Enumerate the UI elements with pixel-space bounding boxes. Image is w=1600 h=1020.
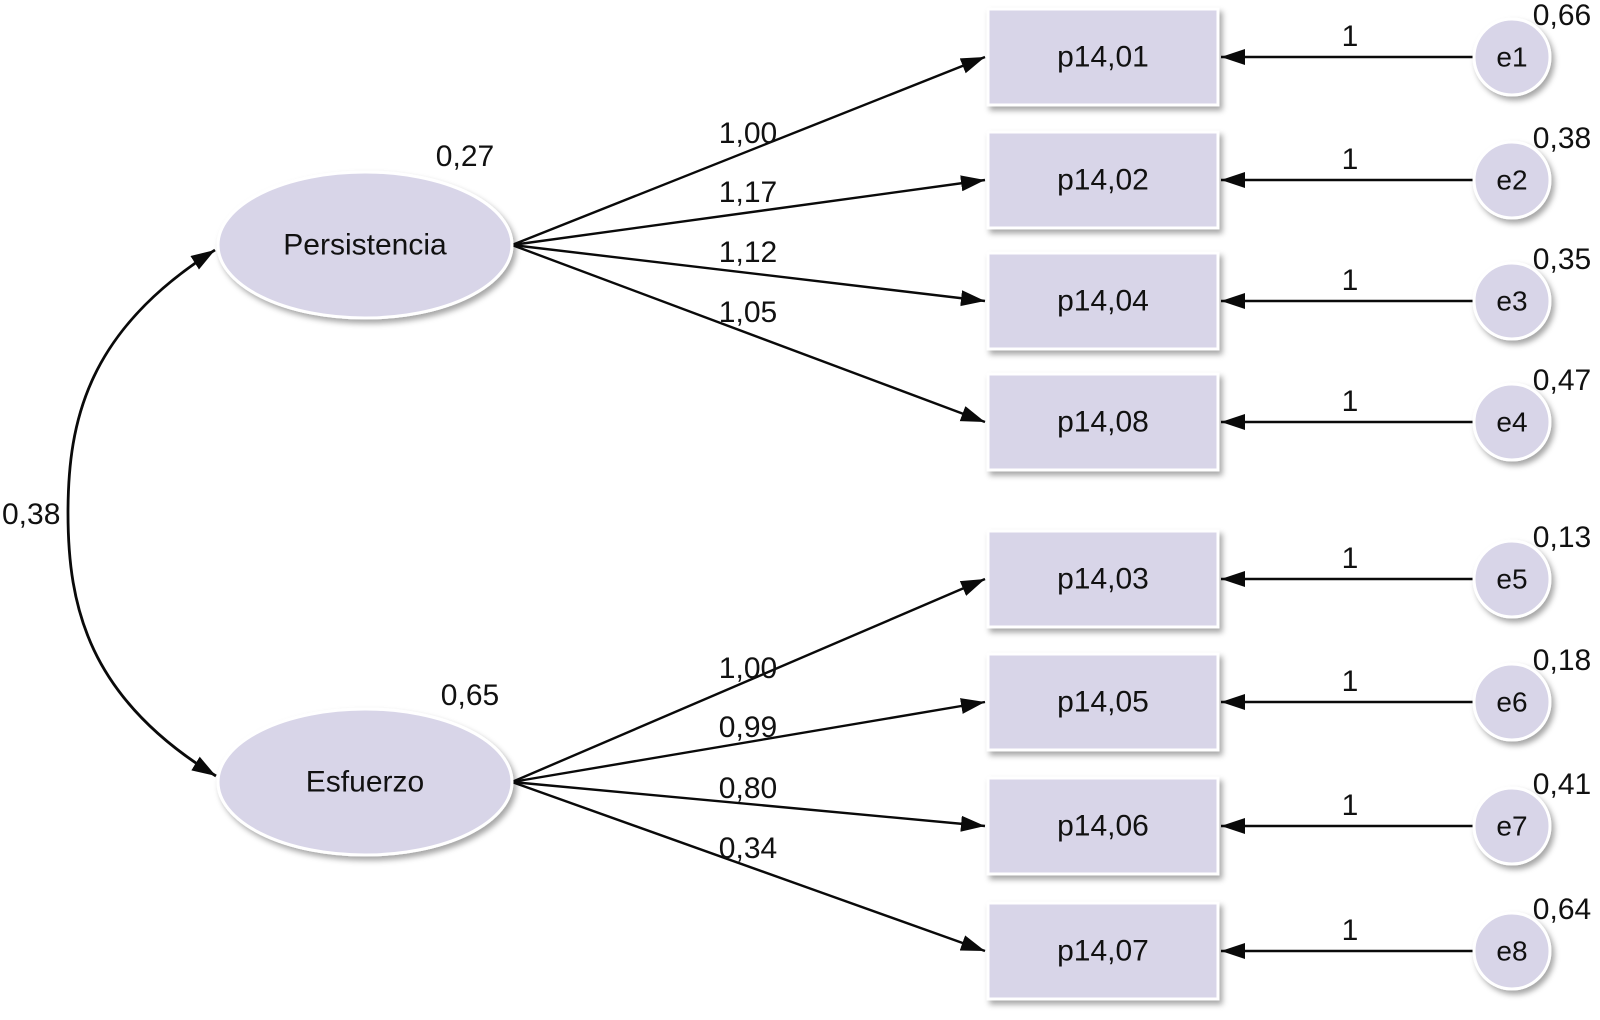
error-circle	[1472, 140, 1552, 220]
factor-label: Esfuerzo	[306, 766, 424, 799]
error-label: e7	[1496, 811, 1527, 842]
factor-label: Persistencia	[283, 229, 447, 262]
error-variance-label: 0,38	[1533, 122, 1591, 155]
indicator-label: p14,01	[1057, 41, 1149, 74]
error-variance-label: 0,66	[1533, 0, 1591, 32]
error-circle	[1472, 382, 1552, 462]
loading-arrow	[511, 243, 986, 307]
factor-variance: 0,65	[441, 679, 499, 712]
loading-arrow	[511, 780, 986, 953]
error-weight-label: 1	[1342, 665, 1359, 698]
error-label: e6	[1496, 687, 1527, 718]
latent-ellipse-esfuerzo	[216, 707, 514, 857]
covariance-value: 0,38	[2, 498, 60, 531]
loading-label: 1,00	[719, 652, 777, 685]
loading-label: 0,34	[719, 832, 777, 865]
error-variance-label: 0,18	[1533, 644, 1591, 677]
error-circle	[1472, 17, 1552, 97]
indicator-box	[986, 251, 1220, 351]
error-label: e8	[1496, 936, 1527, 967]
error-label: e5	[1496, 564, 1527, 595]
indicator-box	[986, 7, 1220, 107]
indicator-box	[986, 652, 1220, 752]
error-variance-label: 0,41	[1533, 768, 1591, 801]
indicator-box	[986, 372, 1220, 472]
loading-arrow	[511, 55, 986, 247]
loading-label: 1,00	[719, 117, 777, 150]
covariance-arrow	[66, 248, 217, 778]
indicator-label: p14,06	[1057, 810, 1149, 843]
error-variance-label: 0,47	[1533, 364, 1591, 397]
loading-label: 1,05	[719, 296, 777, 329]
indicator-label: p14,04	[1057, 285, 1149, 318]
indicator-box	[986, 776, 1220, 876]
error-variance-label: 0,13	[1533, 521, 1591, 554]
indicator-label: p14,03	[1057, 563, 1149, 596]
loading-label: 0,80	[719, 772, 777, 805]
indicator-box	[986, 130, 1220, 230]
error-label: e3	[1496, 286, 1527, 317]
latent-ellipse-persistencia	[216, 170, 514, 320]
error-weight-label: 1	[1342, 789, 1359, 822]
indicator-label: p14,02	[1057, 164, 1149, 197]
error-circle	[1472, 261, 1552, 341]
loading-arrow	[511, 698, 986, 784]
loading-arrow	[511, 577, 986, 784]
indicator-label: p14,05	[1057, 686, 1149, 719]
error-circle	[1472, 539, 1552, 619]
error-label: e1	[1496, 42, 1527, 73]
loading-arrow	[511, 780, 986, 832]
indicator-label: p14,07	[1057, 935, 1149, 968]
error-circle	[1472, 911, 1552, 991]
error-variance-label: 0,64	[1533, 893, 1591, 926]
error-weight-label: 1	[1342, 542, 1359, 575]
factor-variance: 0,27	[436, 140, 494, 173]
loading-label: 1,12	[719, 236, 777, 269]
indicator-box	[986, 901, 1220, 1001]
loading-arrow	[511, 175, 986, 247]
error-label: e2	[1496, 165, 1527, 196]
error-weight-label: 1	[1342, 143, 1359, 176]
error-weight-label: 1	[1342, 264, 1359, 297]
error-weight-label: 1	[1342, 914, 1359, 947]
loading-label: 0,99	[719, 711, 777, 744]
loading-label: 1,17	[719, 176, 777, 209]
indicator-box	[986, 529, 1220, 629]
error-circle	[1472, 786, 1552, 866]
error-variance-label: 0,35	[1533, 243, 1591, 276]
error-weight-label: 1	[1342, 385, 1359, 418]
error-weight-label: 1	[1342, 20, 1359, 53]
error-label: e4	[1496, 407, 1527, 438]
indicator-label: p14,08	[1057, 406, 1149, 439]
error-circle	[1472, 662, 1552, 742]
loading-arrow	[511, 243, 986, 424]
